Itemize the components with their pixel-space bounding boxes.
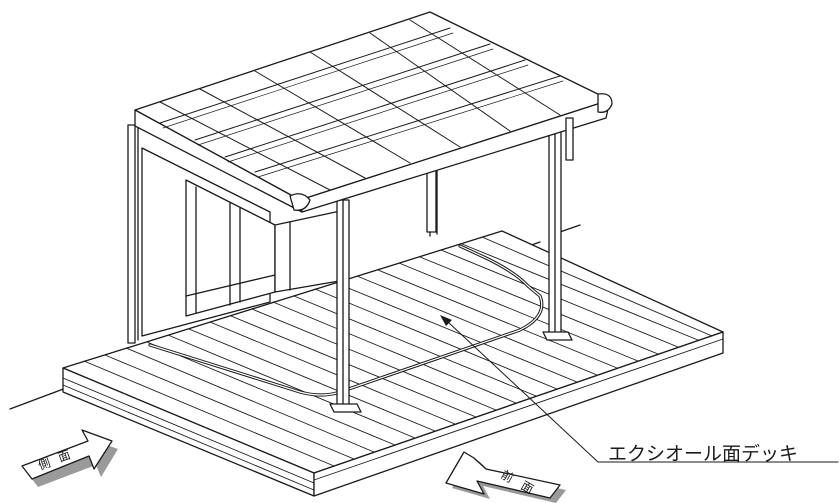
posts [329, 127, 573, 413]
deck-front-fascia-lines [62, 377, 315, 491]
callout-arrowhead [440, 315, 452, 326]
front-right-post [542, 127, 573, 341]
roof-side-beam [134, 109, 303, 213]
callout-label: エクシオール面デッキ [608, 443, 799, 465]
callout-leader [447, 321, 839, 463]
house-wall [141, 147, 438, 337]
deck-boards [83, 236, 713, 467]
side-arrow-char-1: 側 [36, 456, 52, 473]
roof-purlin-shadows [162, 32, 564, 178]
deck-right-face [313, 331, 724, 497]
gutter-end [289, 193, 311, 211]
front-view-arrow[interactable]: 前 面 [445, 451, 566, 503]
front-left-post [329, 199, 362, 413]
roof-purlins [159, 27, 561, 173]
door-frame [274, 209, 346, 293]
roof-rafters [159, 19, 561, 191]
deck-right-face-lines [313, 338, 724, 481]
side-view-arrow[interactable]: 側 面 [21, 429, 118, 487]
downspout [565, 117, 574, 161]
roof [134, 11, 613, 213]
roof-top [134, 11, 611, 201]
wall-posts [127, 124, 139, 344]
side-arrow-char-2: 面 [56, 448, 72, 465]
